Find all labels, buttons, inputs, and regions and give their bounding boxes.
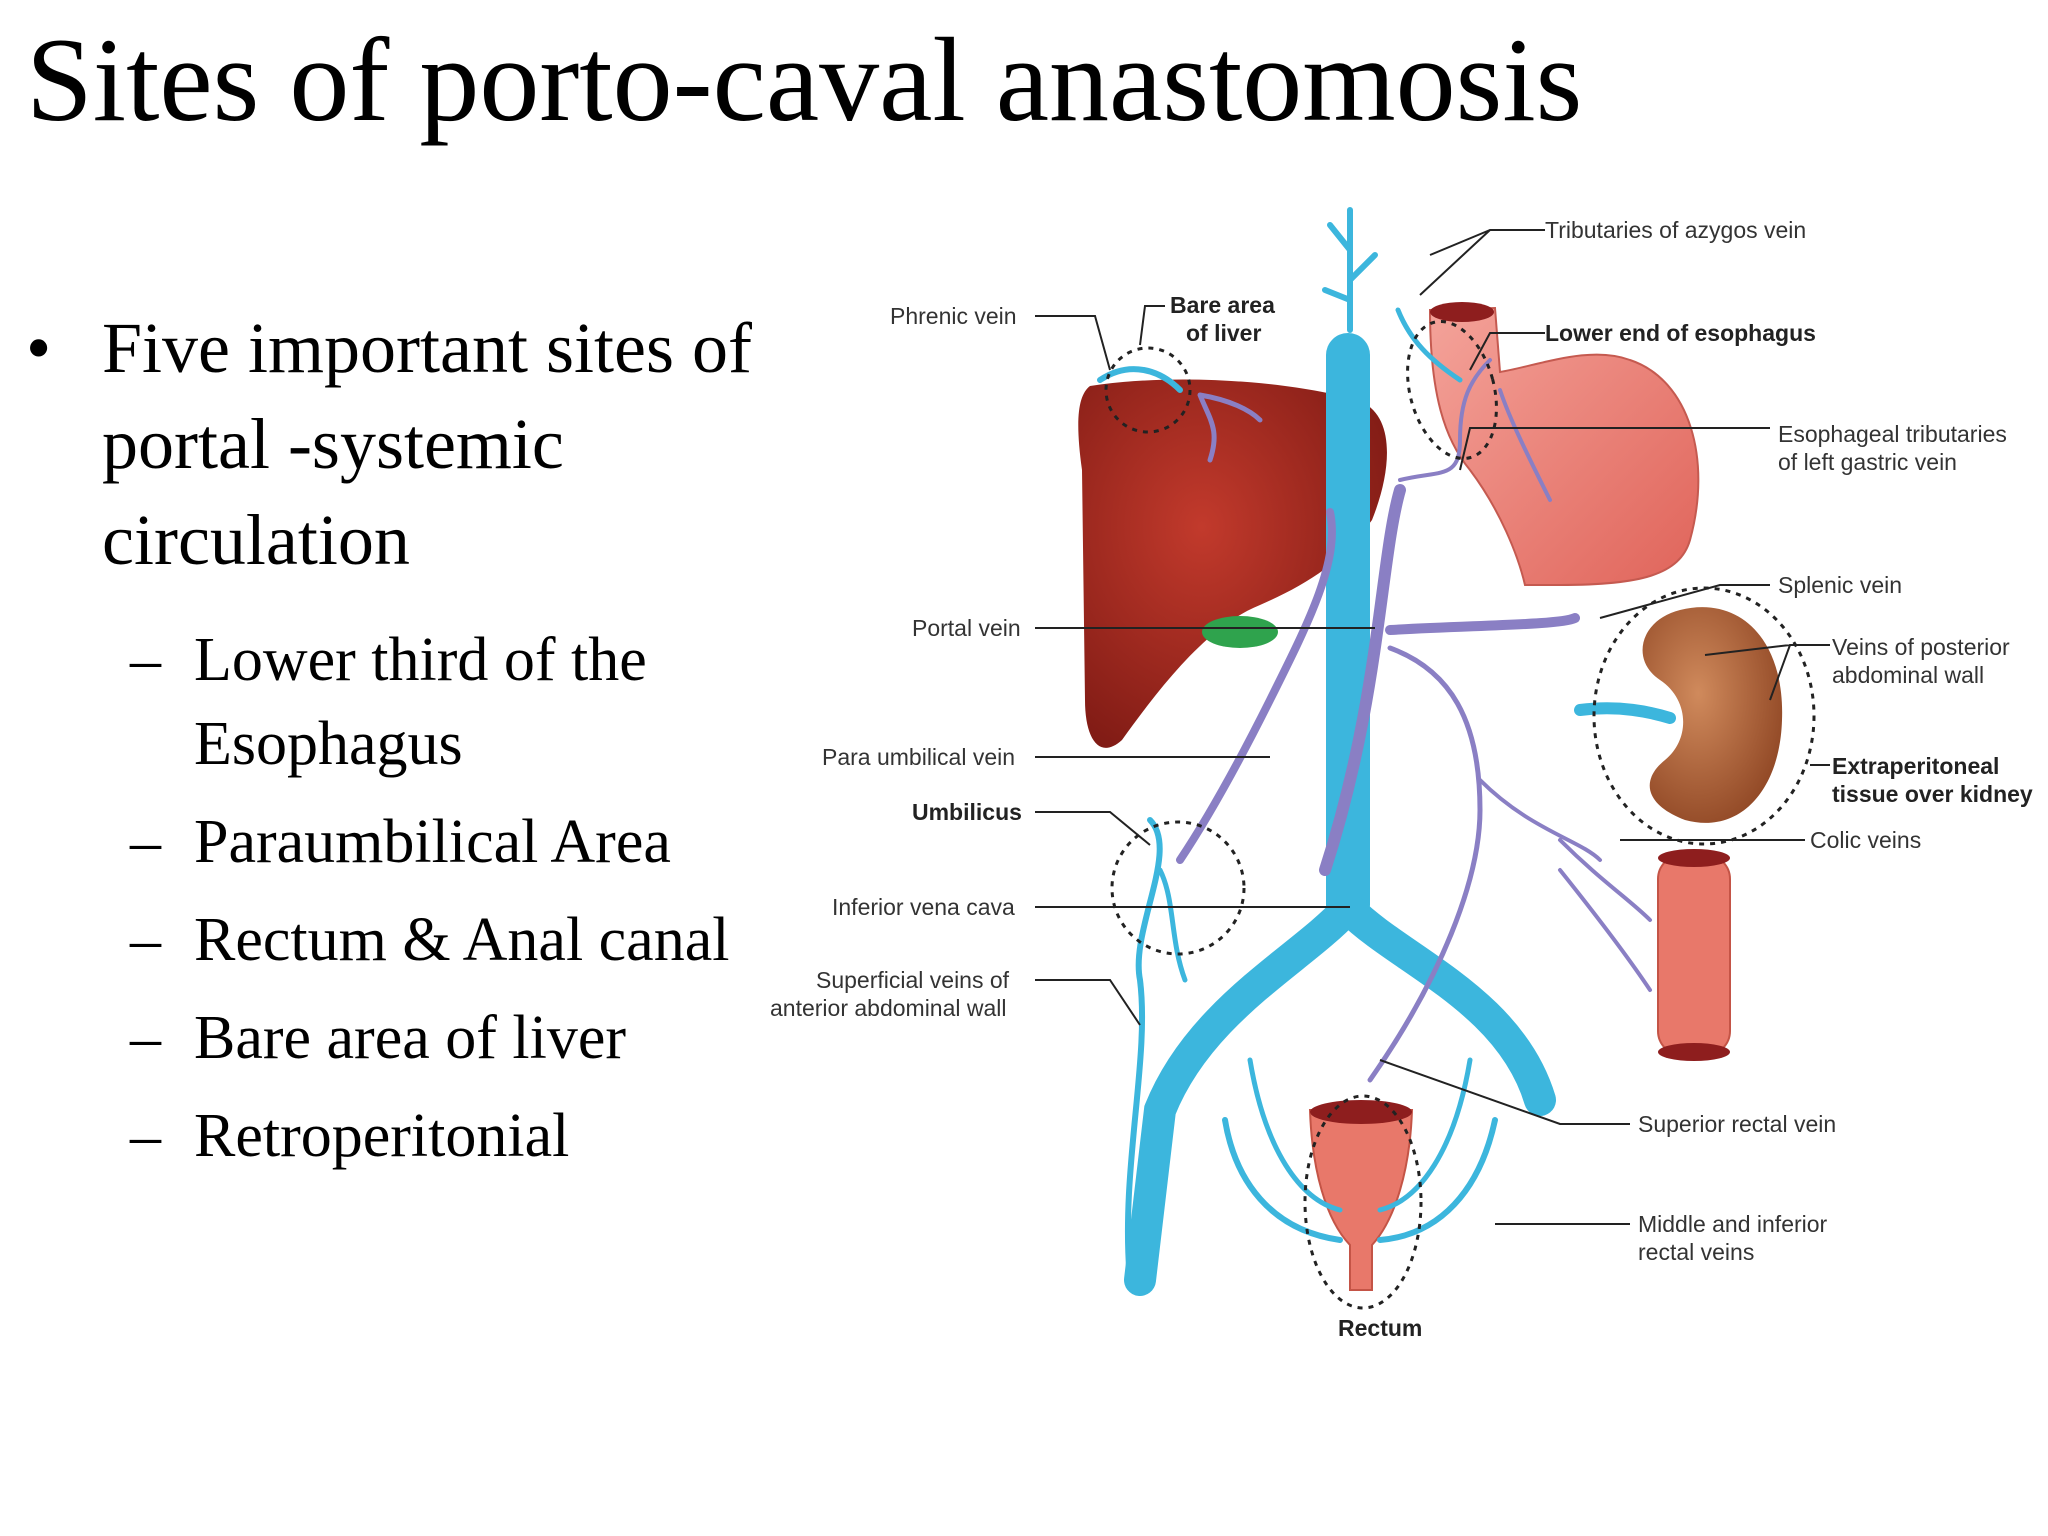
gallbladder: [1202, 616, 1278, 648]
label-middle-inferior-1: Middle and inferior: [1638, 1211, 1828, 1237]
rectum-top: [1310, 1100, 1412, 1124]
dash-symbol: –: [130, 808, 161, 876]
slide-title: Sites of porto-caval anastomosis: [26, 13, 1583, 146]
colon-top: [1658, 849, 1730, 867]
label-umbilicus: Umbilicus: [912, 799, 1022, 825]
sub-bullet-text: Retroperitonial: [194, 1102, 570, 1170]
label-phrenic-vein: Phrenic vein: [890, 303, 1017, 329]
dash-symbol: –: [130, 1102, 161, 1170]
sub-bullet: –Rectum & Anal canal: [22, 898, 842, 982]
label-superficial-1: Superficial veins of: [816, 967, 1010, 993]
sub-bullet: –Paraumbilical Area: [22, 800, 842, 884]
sub-bullet-text: Rectum & Anal canal: [194, 906, 730, 974]
site-bare-area-circle: [1104, 346, 1192, 434]
bullet-list: • Five important sites of portal -system…: [22, 300, 842, 1192]
label-tributaries-azygos: Tributaries of azygos vein: [1545, 217, 1806, 243]
sub-bullet-text: Bare area of liver: [194, 1004, 627, 1072]
label-bare-area-1: Bare area: [1170, 292, 1275, 318]
bullet-symbol: •: [26, 308, 52, 388]
sub-bullet: –Bare area of liver: [22, 996, 842, 1080]
sub-bullet-text: Paraumbilical Area: [194, 808, 671, 876]
label-extraperitoneal-1: Extraperitoneal: [1832, 753, 1999, 779]
label-splenic-vein: Splenic vein: [1778, 572, 1902, 598]
esophagus-top: [1430, 302, 1494, 322]
sub-bullet-text: Lower third of the Esophagus: [194, 626, 647, 778]
liver: [1078, 379, 1387, 748]
label-rectum: Rectum: [1338, 1315, 1422, 1341]
site-kidney-circle: [1592, 586, 1816, 846]
main-bullet: • Five important sites of portal -system…: [22, 300, 842, 588]
label-bare-area-2: of liver: [1186, 320, 1261, 346]
label-veins-posterior-1: Veins of posterior: [1832, 634, 2010, 660]
dash-symbol: –: [130, 1004, 161, 1072]
site-umbilicus-circle: [1110, 820, 1246, 956]
site-rectum-circle: [1303, 1094, 1423, 1310]
label-veins-posterior-2: abdominal wall: [1832, 662, 1984, 688]
rectum: [1308, 1109, 1414, 1291]
sub-bullet: –Lower third of the Esophagus: [22, 618, 842, 786]
colon-bottom: [1658, 1043, 1730, 1061]
label-superficial-2: anterior abdominal wall: [770, 995, 1007, 1021]
dash-symbol: –: [130, 906, 161, 974]
sub-bullet: –Retroperitonial: [22, 1094, 842, 1178]
label-extraperitoneal-2: tissue over kidney: [1832, 781, 2033, 807]
kidney: [1642, 607, 1783, 823]
leader-lines: [1035, 229, 1830, 1225]
site-esophagus-circle: [1406, 320, 1498, 460]
portal-veins: [1176, 358, 1652, 1083]
label-ivc: Inferior vena cava: [832, 894, 1015, 920]
label-colic-veins: Colic veins: [1810, 827, 1921, 853]
label-esophageal-tributaries-1: Esophageal tributaries: [1778, 421, 2007, 447]
label-para-umbilical: Para umbilical vein: [822, 744, 1015, 770]
dash-symbol: –: [130, 626, 161, 694]
systemic-veins: [1097, 207, 1676, 1296]
portocaval-diagram: Tributaries of azygos vein Lower end of …: [770, 207, 2033, 1341]
main-bullet-text: Five important sites of portal -systemic…: [102, 308, 752, 580]
label-superior-rectal: Superior rectal vein: [1638, 1111, 1836, 1137]
colon: [1657, 854, 1731, 1056]
stomach: [1428, 306, 1700, 586]
label-portal-vein: Portal vein: [912, 615, 1021, 641]
sub-bullet-list: –Lower third of the Esophagus –Paraumbil…: [22, 618, 842, 1178]
label-esophageal-tributaries-2: of left gastric vein: [1778, 449, 1957, 475]
label-lower-end-esophagus: Lower end of esophagus: [1545, 320, 1816, 346]
label-middle-inferior-2: rectal veins: [1638, 1239, 1754, 1265]
